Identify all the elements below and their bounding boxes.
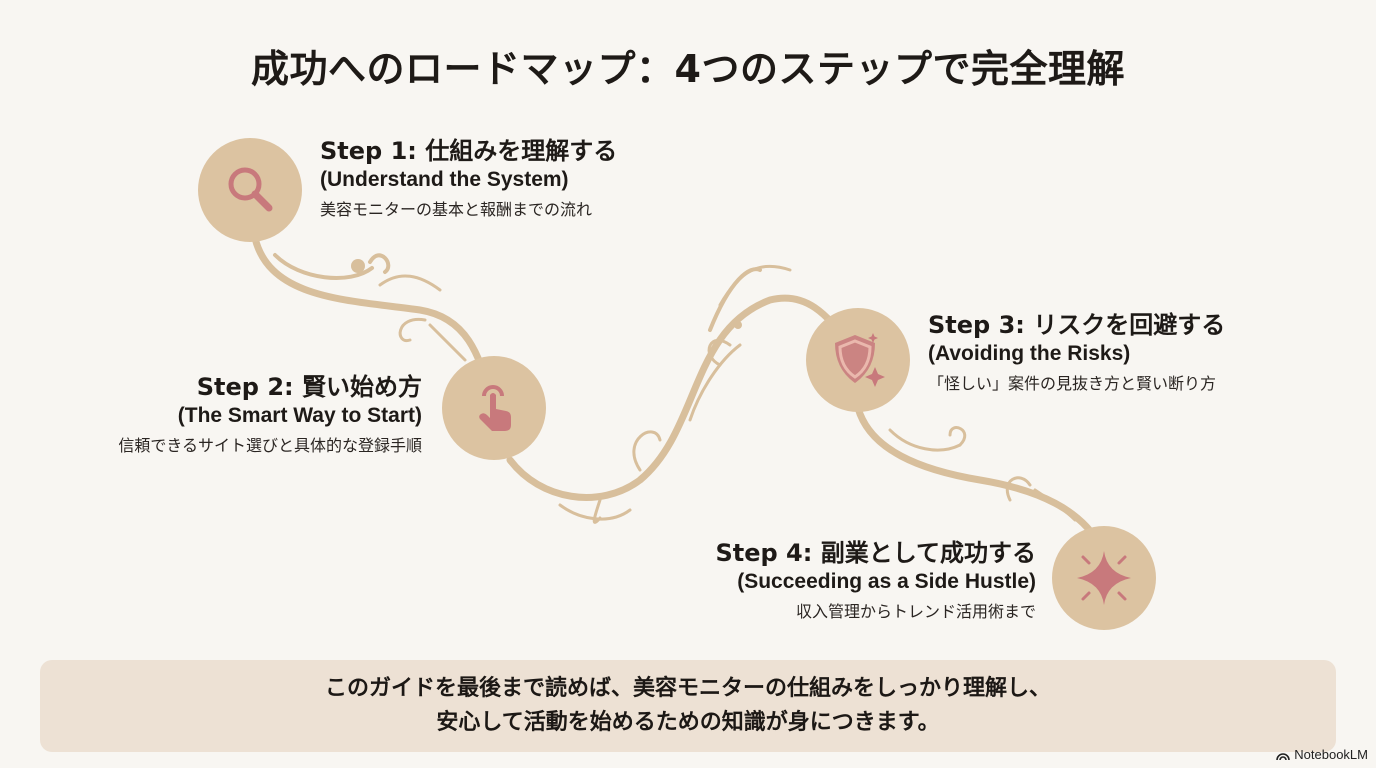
step-3: Step 3: リスクを回避する (Avoiding the Risks) 「怪… bbox=[928, 310, 1225, 398]
step-1: Step 1: 仕組みを理解する (Understand the System)… bbox=[320, 136, 617, 224]
step-2-title: Step 2: 賢い始め方 bbox=[196, 373, 422, 401]
step-3-title: Step 3: リスクを回避する bbox=[928, 311, 1226, 339]
step-4-title: Step 4: 副業として成功する bbox=[715, 539, 1036, 567]
page-title: 成功へのロードマップ：4つのステップで完全理解 bbox=[251, 47, 1125, 91]
step-1-subtitle: (Understand the System) bbox=[320, 168, 569, 191]
step-3-node bbox=[806, 308, 910, 412]
step-1-description: 美容モニターの基本と報酬までの流れ bbox=[320, 200, 593, 219]
step-4-description: 収入管理からトレンド活用術まで bbox=[795, 602, 1036, 621]
step-2-subtitle: (The Smart Way to Start) bbox=[177, 404, 422, 427]
shield-sparkle-icon bbox=[835, 333, 885, 387]
brand-label: NotebookLM bbox=[1294, 747, 1368, 762]
notebooklm-logo-icon bbox=[1276, 752, 1291, 760]
banner-line-1: このガイドを最後まで読めば、美容モニターの仕組みをしっかり理解し、 bbox=[324, 676, 1051, 701]
step-4-subtitle: (Succeeding as a Side Hustle) bbox=[737, 570, 1036, 593]
step-4-node bbox=[1052, 526, 1156, 630]
step-2: Step 2: 賢い始め方 (The Smart Way to Start) 信… bbox=[118, 372, 422, 460]
brand-watermark: NotebookLM bbox=[1276, 747, 1368, 762]
step-4: Step 4: 副業として成功する (Succeeding as a Side … bbox=[715, 538, 1036, 626]
tap-hand-icon bbox=[479, 385, 511, 431]
step-2-description: 信頼できるサイト選びと具体的な登録手順 bbox=[118, 436, 422, 455]
sparkle-star-icon bbox=[1077, 551, 1131, 605]
banner-line-2: 安心して活動を始めるための知識が身につきます。 bbox=[436, 710, 940, 735]
step-1-title: Step 1: 仕組みを理解する bbox=[320, 137, 618, 165]
step-3-subtitle: (Avoiding the Risks) bbox=[928, 342, 1131, 365]
summary-banner: このガイドを最後まで読めば、美容モニターの仕組みをしっかり理解し、 安心して活動… bbox=[40, 660, 1336, 752]
step-3-description: 「怪しい」案件の見抜き方と賢い断り方 bbox=[928, 374, 1217, 393]
step-2-node bbox=[442, 356, 546, 460]
magnifier-icon bbox=[228, 167, 273, 212]
step-1-node bbox=[198, 138, 302, 242]
